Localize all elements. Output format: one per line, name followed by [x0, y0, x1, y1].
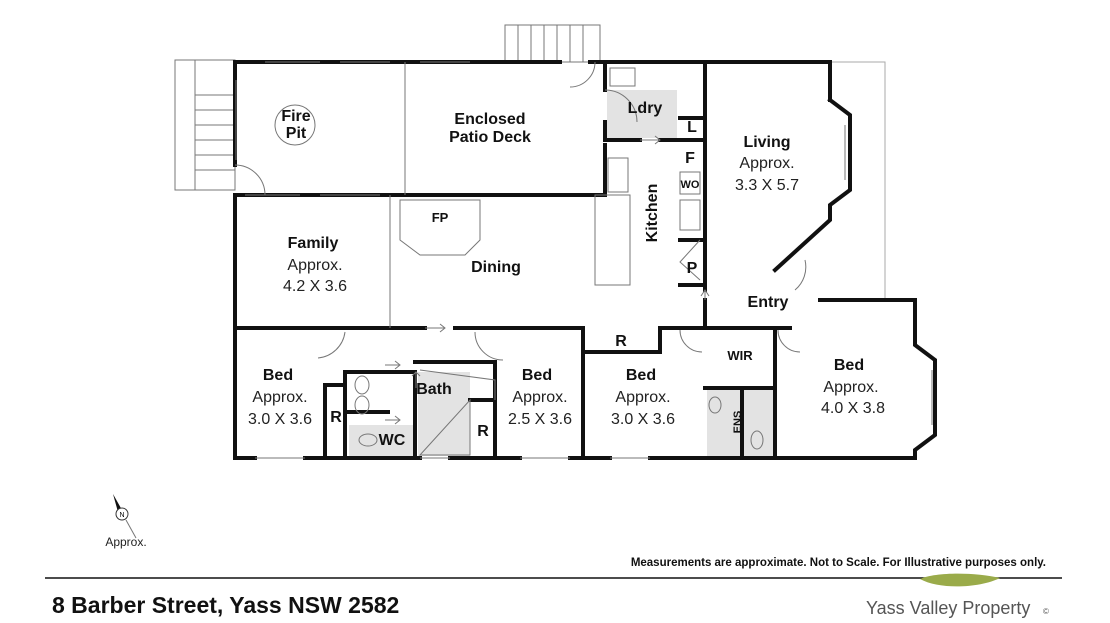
property-address: 8 Barber Street, Yass NSW 2582	[52, 592, 399, 618]
leaf-logo-icon	[920, 573, 1000, 587]
bed3-label: Bed	[626, 367, 656, 384]
laundry-label: Ldry	[628, 100, 663, 117]
living-label: Living	[743, 134, 790, 151]
linen-label: L	[687, 119, 697, 136]
master-bed-label: Bed	[834, 357, 864, 374]
master-bed-approx: Approx.	[823, 379, 878, 396]
brand-name: Yass Valley Property	[866, 598, 1030, 618]
ensuite-label: ENS	[732, 411, 744, 434]
fire-pit-label-2: Pit	[286, 125, 307, 142]
bed2-label: Bed	[522, 367, 552, 384]
kitchen-label: Kitchen	[644, 184, 661, 243]
patio-label: Enclosed	[454, 111, 525, 128]
family-size: 4.2 X 3.6	[283, 278, 347, 295]
fridge-label: F	[685, 150, 695, 167]
dining-label: Dining	[471, 259, 521, 276]
brand-copyright: ©	[1043, 607, 1049, 616]
bed2-approx: Approx.	[512, 389, 567, 406]
bed1-approx: Approx.	[252, 389, 307, 406]
compass-icon: N	[113, 494, 137, 539]
bed3-size: 3.0 X 3.6	[611, 411, 675, 428]
bed3-robe-label: R	[615, 333, 627, 350]
bath-label: Bath	[416, 381, 452, 398]
bed2-size: 2.5 X 3.6	[508, 411, 572, 428]
disclaimer: Measurements are approximate. Not to Sca…	[631, 557, 1046, 569]
wc-floor	[349, 425, 413, 456]
master-bed-size: 4.0 X 3.8	[821, 400, 885, 417]
living-approx: Approx.	[739, 155, 794, 172]
bed1-robe-label: R	[330, 409, 342, 426]
bed2-robe-label: R	[477, 423, 489, 440]
pantry-label: P	[687, 260, 698, 277]
family-label: Family	[288, 235, 339, 252]
compass-north-label: N	[119, 512, 124, 519]
bed3-approx: Approx.	[615, 389, 670, 406]
stairs-left	[174, 59, 236, 191]
wc-label: WC	[379, 432, 406, 449]
compass-approx-label: Approx.	[105, 535, 146, 549]
patio-label-2: Patio Deck	[449, 129, 531, 146]
fire-pit-label: Fire	[281, 108, 310, 125]
wall-oven-label: WO	[681, 179, 700, 191]
bed1-size: 3.0 X 3.6	[248, 411, 312, 428]
walls	[233, 60, 937, 460]
laundry-floor	[607, 90, 677, 138]
wir-label: WIR	[727, 348, 753, 363]
entry-label: Entry	[748, 294, 789, 311]
fireplace-label: FP	[432, 210, 449, 225]
bed1-label: Bed	[263, 367, 293, 384]
family-approx: Approx.	[287, 257, 342, 274]
thin-lines	[234, 61, 933, 459]
stairs-top	[504, 24, 601, 63]
living-size: 3.3 X 5.7	[735, 177, 799, 194]
bath-floor	[418, 372, 470, 456]
